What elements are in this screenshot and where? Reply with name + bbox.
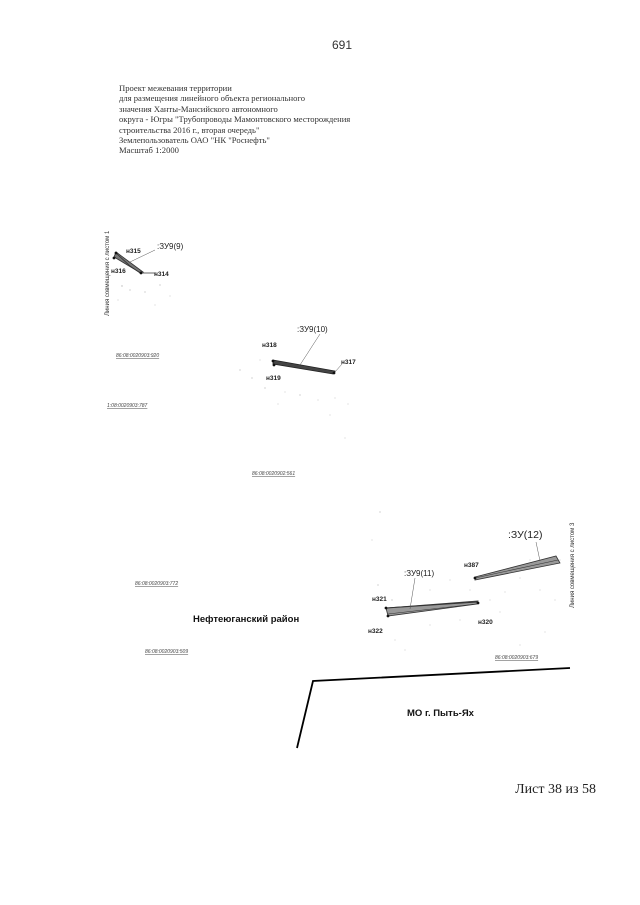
point-label: н320 bbox=[478, 619, 493, 626]
parcel-label: 1:08:0020903:787 bbox=[107, 403, 148, 409]
plot-label: :ЗУ9(10) bbox=[297, 325, 328, 334]
parcel-label: 86:08:0020903:772 bbox=[135, 581, 178, 587]
parcel-label: 86:08:0020903:920 bbox=[116, 353, 159, 359]
plot-label: :ЗУ(12) bbox=[508, 529, 542, 541]
region-label: Нефтеюганский район bbox=[193, 614, 299, 625]
alignment-label-sheet-1: Линия совмещения с листом 1 bbox=[105, 230, 111, 316]
point-label: н387 bbox=[464, 562, 479, 569]
header-line: для размещения линейного объекта региона… bbox=[119, 93, 306, 104]
point-label: н316 bbox=[111, 268, 126, 275]
parcel-label: 86:08:0020903:679 bbox=[495, 655, 538, 661]
plot-zu-12: н387 :ЗУ(12) bbox=[464, 529, 561, 581]
alignment-label-sheet-3: Линия совмещения с листом 3 bbox=[570, 522, 576, 608]
page-number: 691 bbox=[331, 38, 353, 52]
header-line: значения Ханты-Мансийского автономного bbox=[119, 103, 278, 114]
plot-label: :ЗУ9(9) bbox=[157, 242, 184, 251]
point-label: н321 bbox=[372, 596, 387, 603]
header-line: Проект межевания территории bbox=[119, 83, 232, 93]
parcel-label: 86:08:0020903:509 bbox=[145, 649, 188, 655]
document-header: Проект межевания территории для размещен… bbox=[119, 83, 379, 156]
point-label: н314 bbox=[154, 271, 169, 278]
parcel-label: 86:08:0020902:561 bbox=[252, 471, 295, 477]
point-label: н315 bbox=[126, 248, 141, 255]
sheet-number: Лист 38 из 58 bbox=[515, 782, 596, 797]
point-label: н318 bbox=[262, 342, 277, 349]
scale-line: Масштаб 1:2000 bbox=[119, 145, 179, 156]
plot-zu9-9: н315 н316 н314 :ЗУ9(9) bbox=[111, 242, 184, 278]
point-label: н319 bbox=[266, 375, 281, 382]
point-label: н317 bbox=[341, 359, 356, 366]
point-label: н322 bbox=[368, 628, 383, 635]
map-speckles bbox=[117, 284, 561, 651]
plot-zu9-10: н318 н319 н317 :ЗУ9(10) bbox=[262, 325, 356, 382]
region-label: МО г. Пыть-Ях bbox=[407, 708, 475, 719]
municipal-boundary-line bbox=[296, 667, 571, 749]
header-line: строительства 2016 г., вторая очередь" bbox=[119, 124, 260, 135]
header-line: Землепользователь ОАО "НК "Роснефть" bbox=[119, 135, 270, 146]
header-line: округа - Югры "Трубопроводы Мамонтовског… bbox=[119, 114, 351, 125]
plot-zu9-11: н321 н322 н320 :ЗУ9(11) bbox=[368, 569, 493, 635]
plot-label: :ЗУ9(11) bbox=[404, 569, 434, 578]
